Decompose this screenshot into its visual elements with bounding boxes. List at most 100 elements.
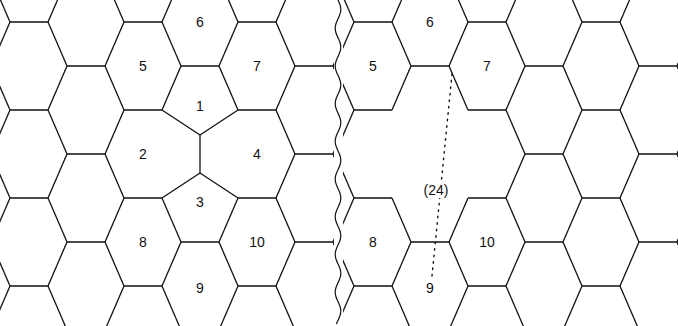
lattice-bond xyxy=(411,65,449,66)
lattice-bond xyxy=(582,21,620,22)
lattice-bond xyxy=(48,286,67,326)
lattice-bond xyxy=(392,0,411,22)
lattice-bond xyxy=(48,154,67,198)
lattice-bond xyxy=(162,286,181,326)
ring-number: 10 xyxy=(477,234,497,250)
lattice-bond xyxy=(105,154,124,198)
ring-number: 8 xyxy=(367,234,379,250)
lattice-bond xyxy=(639,241,677,242)
lattice-bond xyxy=(162,242,181,286)
lattice-bond xyxy=(333,0,334,22)
lattice-bond xyxy=(506,242,525,286)
lattice-bond xyxy=(620,198,639,242)
vacancy-lattice xyxy=(343,0,678,326)
lattice-bond xyxy=(582,197,620,198)
lattice-bond xyxy=(392,242,411,286)
lattice-bond xyxy=(105,66,124,110)
lattice-bond xyxy=(677,286,678,326)
lattice-bond xyxy=(219,0,238,22)
lattice-bond xyxy=(468,197,506,198)
lattice-bond xyxy=(219,66,238,110)
lattice-bond xyxy=(677,0,678,22)
lattice-bond xyxy=(124,285,162,286)
ring-dotted-line xyxy=(432,74,452,276)
lattice-bond xyxy=(354,197,392,198)
lattice-bond xyxy=(506,154,525,198)
lattice-bond xyxy=(0,242,10,286)
lattice-bond xyxy=(343,22,354,66)
lattice-bond xyxy=(333,198,334,242)
lattice-bond xyxy=(392,198,411,242)
lattice-bond xyxy=(563,286,582,326)
ring-number: 5 xyxy=(367,58,379,74)
lattice-bond xyxy=(238,197,276,198)
lattice-bond xyxy=(10,197,48,198)
lattice-bond xyxy=(468,285,506,286)
lattice-bond xyxy=(677,154,678,198)
lattice-bond xyxy=(105,198,124,242)
lattice-bond xyxy=(563,22,582,66)
ring-number: 9 xyxy=(194,280,206,296)
lattice-bond xyxy=(392,286,411,326)
ring-number: 8 xyxy=(137,234,149,250)
lattice-bond xyxy=(506,66,525,110)
lattice-bond xyxy=(449,0,468,22)
lattice-bond xyxy=(199,135,200,173)
lattice-bond xyxy=(219,198,238,242)
lattice-bond xyxy=(276,242,295,286)
lattice-bond xyxy=(354,21,392,22)
lattice-bond xyxy=(67,65,105,66)
lattice-bond xyxy=(582,109,620,110)
lattice-bond xyxy=(276,286,295,326)
ring-number: 7 xyxy=(481,58,493,74)
lattice-bond xyxy=(620,154,639,198)
lattice-bond xyxy=(639,153,677,154)
lattice-bond xyxy=(677,110,678,154)
lattice-bond xyxy=(563,110,582,154)
lattice-bond xyxy=(162,110,200,135)
lattice-bond xyxy=(449,242,468,286)
lattice-bond xyxy=(276,0,295,22)
ring-number: 2 xyxy=(137,146,149,162)
lattice-bond xyxy=(392,66,411,110)
lattice-bond xyxy=(295,65,333,66)
lattice-bond xyxy=(449,66,468,110)
lattice-bond xyxy=(506,110,525,154)
lattice-bond xyxy=(620,286,639,326)
lattice-bond xyxy=(162,173,200,198)
lattice-bond xyxy=(200,173,238,198)
lattice-bond xyxy=(105,242,124,286)
lattice-bond xyxy=(67,241,105,242)
lattice-bond xyxy=(677,198,678,242)
lattice-bond xyxy=(525,241,563,242)
ring-number: 4 xyxy=(251,146,263,162)
lattice-bond xyxy=(105,0,124,22)
lattice-bond xyxy=(506,198,525,242)
ring-number: 6 xyxy=(424,14,436,30)
ring-number: 10 xyxy=(247,234,267,250)
lattice-bond xyxy=(563,198,582,242)
lattice-bond xyxy=(525,65,563,66)
lattice-bond xyxy=(449,22,468,66)
lattice-bond xyxy=(48,0,67,22)
lattice-bond xyxy=(219,286,238,326)
lattice-bond xyxy=(0,286,10,326)
lattice-bond xyxy=(162,0,181,22)
lattice-bond xyxy=(162,22,181,66)
divider-and-ring-line xyxy=(335,0,452,324)
lattice-bond xyxy=(162,198,181,242)
lattice-bond xyxy=(677,66,678,110)
lattice-bond xyxy=(620,0,639,22)
lattice-bond xyxy=(48,110,67,154)
ring-number: 9 xyxy=(424,280,436,296)
lattice-bond xyxy=(639,65,677,66)
lattice-bond xyxy=(354,109,392,110)
lattice-bond xyxy=(563,242,582,286)
lattice-bond xyxy=(620,22,639,66)
lattice-bond xyxy=(0,66,10,110)
lattice-bond xyxy=(354,285,392,286)
lattice-bond xyxy=(181,65,219,66)
lattice-bond xyxy=(333,242,334,286)
lattice-bond xyxy=(343,110,354,154)
